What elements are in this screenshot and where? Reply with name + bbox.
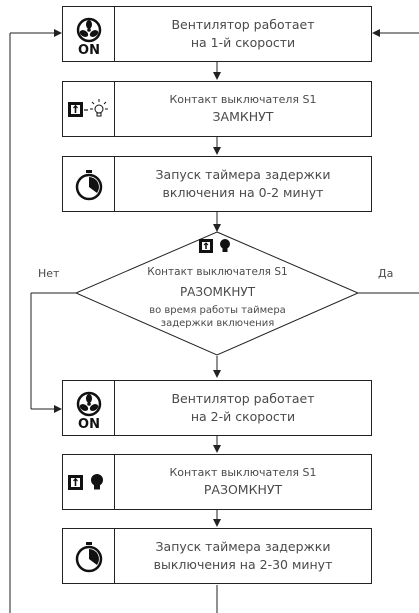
- step-line2: на 2-й скорости: [190, 409, 296, 424]
- step-line1: Вентилятор работает: [171, 16, 315, 32]
- timer-icon: [63, 157, 115, 211]
- step-text: Контакт выключателя S1 ЗАМКНУТ: [115, 82, 371, 136]
- step-text: Вентилятор работает на 2-й скорости: [115, 381, 371, 435]
- step-line2: на 1-й скорости: [190, 35, 296, 50]
- step-line1: Вентилятор работает: [171, 390, 315, 406]
- decision-line1: Контакт выключателя S1: [147, 266, 288, 278]
- step-text: Вентилятор работает на 1-й скорости: [115, 7, 371, 61]
- step-text: Контакт выключателя S1 РАЗОМКНУТ: [115, 455, 371, 509]
- step-fan-speed-2: ON Вентилятор работает на 2-й скорости: [62, 380, 372, 436]
- step-line2: ЗАМКНУТ: [212, 108, 274, 124]
- step-start-off-delay-timer: Запуск таймера задержки выключения на 2-…: [62, 528, 372, 584]
- step-fan-speed-1: ON Вентилятор работает на 1-й скорости: [62, 6, 372, 62]
- step-line2: выключения на 2-30 минут: [153, 557, 333, 572]
- fan-on-icon: ON: [63, 7, 115, 61]
- step-start-on-delay-timer: Запуск таймера задержки включения на 0-2…: [62, 156, 372, 212]
- step-switch-open: Контакт выключателя S1 РАЗОМКНУТ: [62, 454, 372, 510]
- step-text: Запуск таймера задержки выключения на 2-…: [115, 529, 371, 583]
- timer-icon: [63, 529, 115, 583]
- fan-on-icon: ON: [63, 381, 115, 435]
- step-text: Запуск таймера задержки включения на 0-2…: [115, 157, 371, 211]
- step-switch-closed: Контакт выключателя S1 ЗАМКНУТ: [62, 81, 372, 137]
- switch-bulb-on-icon: [63, 82, 115, 136]
- switch-bulb-off-icon: [63, 455, 115, 509]
- decision-diamond: [74, 231, 360, 356]
- on-label: ON: [78, 417, 100, 432]
- no-label: Нет: [38, 267, 60, 280]
- step-line2: РАЗОМКНУТ: [203, 481, 283, 497]
- decision-line3: во время работы таймера: [149, 305, 286, 316]
- yes-label: Да: [378, 267, 394, 280]
- decision-line2: РАЗОМКНУТ: [179, 285, 256, 299]
- switch-bulb-off-icon: [199, 239, 230, 253]
- decision-line4: задержки включения: [160, 318, 275, 329]
- step-line1: Запуск таймера задержки: [155, 538, 331, 554]
- step-line1: Контакт выключателя S1: [169, 92, 317, 106]
- decision-icon-switch-bulb-off: [197, 238, 237, 254]
- step-line1: Запуск таймера задержки: [155, 166, 331, 182]
- on-label: ON: [78, 43, 100, 58]
- step-line1: Контакт выключателя S1: [169, 465, 317, 479]
- step-line2: включения на 0-2 минут: [162, 185, 324, 200]
